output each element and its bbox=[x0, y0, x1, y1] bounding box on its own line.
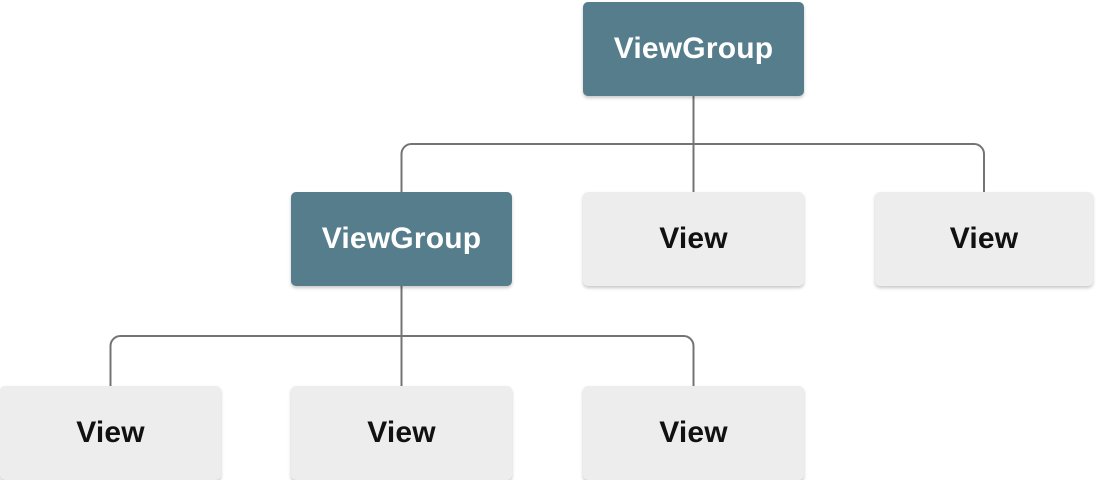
connector-root-to-child-1 bbox=[400, 143, 694, 192]
node-grandchild-view-3: View bbox=[583, 386, 804, 480]
node-child-view-2: View bbox=[875, 192, 1093, 286]
connector-root-to-child-3 bbox=[693, 143, 985, 192]
node-root-viewgroup: ViewGroup bbox=[583, 2, 804, 96]
node-child-view-1: View bbox=[583, 192, 804, 286]
node-child-viewgroup: ViewGroup bbox=[291, 192, 512, 286]
node-grandchild-view-1: View bbox=[0, 386, 221, 480]
node-grandchild-view-2: View bbox=[291, 386, 512, 480]
connector-child1-to-leaf-3 bbox=[401, 335, 695, 386]
connector-child1-to-leaf-1 bbox=[109, 335, 402, 386]
